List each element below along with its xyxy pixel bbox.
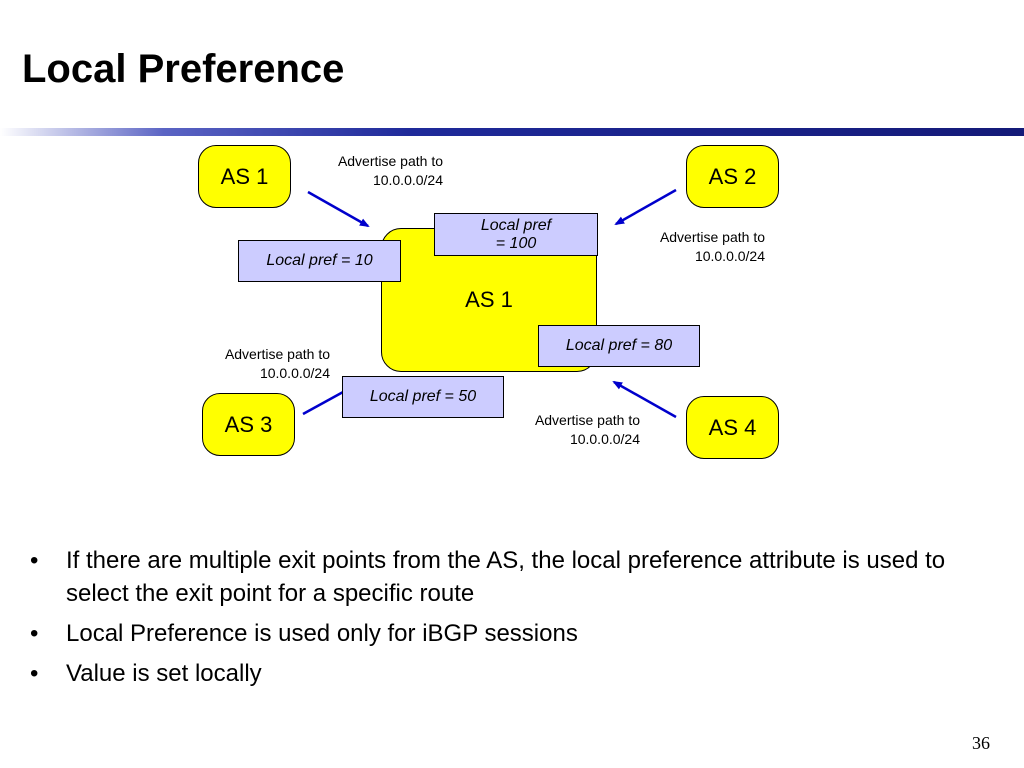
bullet-item: • If there are multiple exit points from… [30, 544, 990, 610]
arrow-from-top-left [307, 190, 370, 228]
peer-as-bottom-left: AS 3 [202, 393, 295, 456]
advertise-line1: Advertise path to [659, 229, 765, 245]
advertise-label-top-left: Advertise path to 10.0.0.0/24 [306, 152, 443, 190]
peer-as-bottom-left-label: AS 3 [224, 411, 273, 437]
bullet-text: If there are multiple exit points from t… [66, 547, 946, 607]
local-pref-left: Local pref = 10 [238, 240, 401, 282]
bullet-glyph: • [30, 547, 39, 574]
bullet-text: Local Preference is used only for iBGP s… [66, 620, 578, 647]
bullet-glyph: • [30, 620, 39, 647]
advertise-label-bottom-left: Advertise path to 10.0.0.0/24 [193, 345, 330, 383]
advertise-line2: 10.0.0.0/24 [259, 365, 330, 381]
advertise-label-top-right: Advertise path to 10.0.0.0/24 [628, 228, 765, 266]
bullet-text: Value is set locally [66, 660, 262, 687]
peer-as-bottom-right: AS 4 [686, 396, 779, 459]
advertise-line2: 10.0.0.0/24 [694, 248, 765, 264]
advertise-line2: 10.0.0.0/24 [372, 172, 443, 188]
arrow-from-bottom-right [612, 380, 677, 419]
local-pref-top-line1: Local pref [480, 216, 552, 234]
slide-title: Local Preference [22, 47, 345, 91]
local-pref-left-label: Local pref = 10 [266, 252, 373, 269]
peer-as-top-left: AS 1 [198, 145, 291, 208]
center-as-label: AS 1 [465, 287, 513, 312]
peer-as-top-left-label: AS 1 [220, 163, 269, 189]
advertise-line2: 10.0.0.0/24 [569, 431, 640, 447]
advertise-line1: Advertise path to [224, 346, 330, 362]
advertise-line1: Advertise path to [337, 153, 443, 169]
title-divider [0, 128, 1024, 136]
local-pref-top: Local pref = 100 [434, 213, 598, 256]
local-pref-top-line2: = 100 [495, 234, 537, 252]
advertise-label-bottom-right: Advertise path to 10.0.0.0/24 [503, 411, 640, 449]
page-number: 36 [972, 733, 990, 753]
peer-as-top-right: AS 2 [686, 145, 779, 208]
peer-as-top-right-label: AS 2 [708, 163, 757, 189]
local-pref-right-label: Local pref = 80 [565, 337, 673, 354]
bullet-item: • Local Preference is used only for iBGP… [30, 617, 990, 650]
local-pref-right: Local pref = 80 [538, 325, 700, 367]
bullet-item: • Value is set locally [30, 657, 990, 690]
local-pref-bottom: Local pref = 50 [342, 376, 504, 418]
bullet-glyph: • [30, 660, 39, 687]
advertise-line1: Advertise path to [534, 412, 640, 428]
arrow-from-top-right [614, 188, 677, 226]
local-pref-bottom-label: Local pref = 50 [369, 388, 477, 405]
bullet-list: • If there are multiple exit points from… [30, 544, 990, 697]
peer-as-bottom-right-label: AS 4 [708, 414, 757, 440]
